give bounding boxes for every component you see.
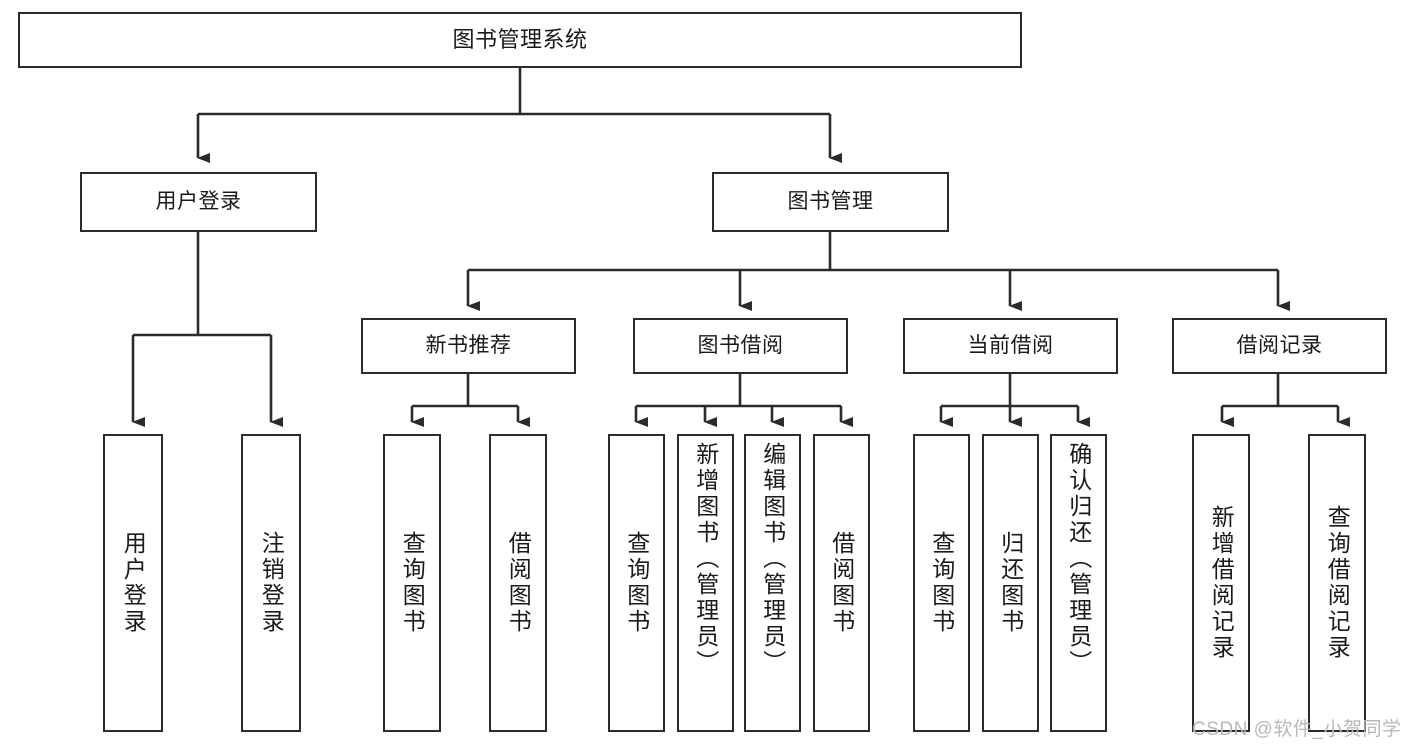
- node-label: 图书管理系统: [452, 27, 588, 53]
- node-leaf-query-book-borrow[interactable]: 查询图书: [608, 434, 665, 732]
- node-label: 借阅图书: [505, 531, 532, 635]
- node-label: 新增图书（管理员）: [692, 442, 719, 676]
- node-leaf-query-borrow-record[interactable]: 查询借阅记录: [1308, 434, 1366, 732]
- node-label: 查询图书: [928, 531, 955, 635]
- node-current-borrow[interactable]: 当前借阅: [903, 318, 1118, 374]
- node-label: 查询图书: [399, 531, 426, 635]
- node-label: 用户登录: [155, 189, 242, 213]
- node-label: 当前借阅: [967, 333, 1054, 357]
- node-leaf-add-borrow-record[interactable]: 新增借阅记录: [1192, 434, 1250, 732]
- node-leaf-logout[interactable]: 注销登录: [241, 434, 301, 732]
- node-label: 编辑图书（管理员）: [759, 442, 786, 676]
- node-label: 注销登录: [258, 531, 285, 635]
- node-label: 查询图书: [623, 531, 650, 635]
- node-label: 图书借阅: [697, 333, 784, 357]
- node-borrow-record[interactable]: 借阅记录: [1172, 318, 1387, 374]
- node-leaf-query-book-recommend[interactable]: 查询图书: [383, 434, 441, 732]
- node-label: 新增借阅记录: [1208, 505, 1235, 661]
- node-leaf-borrow-book-recommend[interactable]: 借阅图书: [489, 434, 547, 732]
- node-label: 归还图书: [997, 531, 1024, 635]
- node-label: 用户登录: [120, 531, 147, 635]
- node-new-book-recommend[interactable]: 新书推荐: [361, 318, 576, 374]
- watermark-text: CSDN @软件_小贺同学: [1192, 719, 1402, 740]
- node-book-management[interactable]: 图书管理: [712, 172, 949, 232]
- node-leaf-edit-book-admin[interactable]: 编辑图书（管理员）: [744, 434, 801, 732]
- node-label: 借阅记录: [1236, 333, 1323, 357]
- node-label: 新书推荐: [425, 333, 512, 357]
- node-label: 查询借阅记录: [1324, 505, 1351, 661]
- node-leaf-borrow-book[interactable]: 借阅图书: [813, 434, 870, 732]
- node-label: 图书管理: [787, 189, 874, 213]
- node-leaf-add-book-admin[interactable]: 新增图书（管理员）: [677, 434, 734, 732]
- node-leaf-user-login[interactable]: 用户登录: [103, 434, 163, 732]
- node-leaf-confirm-return-admin[interactable]: 确认归还（管理员）: [1050, 434, 1107, 732]
- node-root-system[interactable]: 图书管理系统: [18, 12, 1022, 68]
- node-label: 借阅图书: [828, 531, 855, 635]
- node-leaf-return-book[interactable]: 归还图书: [982, 434, 1039, 732]
- node-book-borrow[interactable]: 图书借阅: [633, 318, 848, 374]
- node-label: 确认归还（管理员）: [1065, 442, 1092, 676]
- node-user-login[interactable]: 用户登录: [80, 172, 317, 232]
- node-leaf-query-book-current[interactable]: 查询图书: [913, 434, 970, 732]
